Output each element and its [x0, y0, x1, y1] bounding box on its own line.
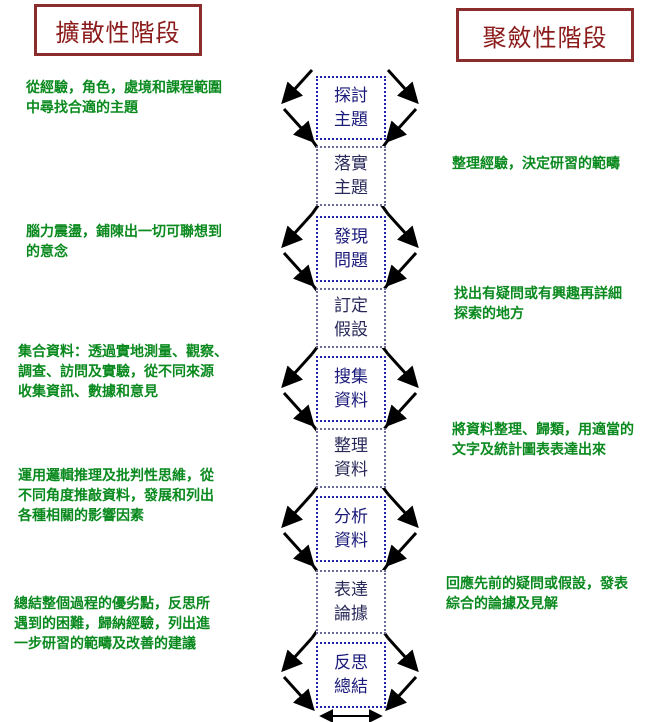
right-note-confirm: 整理經驗，決定研習的範疇	[452, 154, 662, 174]
note-line: 運用邏輯推理及批判性思維，從	[18, 468, 214, 484]
note-line: 找出有疑問或有興趣再詳細	[454, 286, 622, 302]
step-line: 論據	[334, 604, 368, 624]
step-collect-data: 搜集 資料	[316, 356, 386, 422]
step-organize-data: 整理 資料	[316, 428, 386, 488]
arrow-left-out	[281, 352, 314, 389]
step-line: 探討	[334, 86, 368, 106]
note-line: 調查、訪問及實驗，從不同來源	[18, 364, 214, 380]
note-line: 綜合的論據及見解	[446, 596, 558, 612]
left-note-reflect: 總結整個過程的優劣點，反思所 遇到的困難，歸納經驗，列出進 一步研習的範疇及改善…	[14, 594, 264, 654]
arrow-right-in	[385, 107, 418, 144]
note-line: 各種相關的影響因素	[18, 508, 144, 524]
arrow-left-out	[281, 68, 314, 105]
note-line: 整理經驗，決定研習的範疇	[452, 156, 620, 172]
arrow-right-in	[385, 391, 418, 428]
note-line: 一步研習的範疇及改善的建議	[14, 636, 196, 652]
divergent-stage-header: 擴散性階段	[34, 4, 202, 56]
note-line: 集合資料：透過實地測量、觀察、	[18, 344, 228, 360]
step-line: 資料	[334, 460, 368, 480]
step-line: 分析	[334, 507, 368, 527]
right-note-present: 回應先前的疑問或假設，發表 綜合的論據及見解	[446, 574, 658, 614]
convergent-stage-header: 聚斂性階段	[456, 8, 634, 62]
right-note-organize: 將資料整理、歸類，用適當的 文字及統計圖表表達出來	[452, 420, 664, 460]
step-line: 問題	[334, 251, 368, 271]
note-line: 不同角度推敲資料，發展和列出	[18, 488, 214, 504]
note-line: 中尋找合適的主題	[26, 100, 138, 116]
step-line: 落實	[334, 154, 368, 174]
arrow-right-out	[386, 68, 419, 105]
arrow-left-in	[282, 391, 315, 428]
arrow-right-out	[386, 492, 419, 529]
note-line: 回應先前的疑問或假設，發表	[446, 576, 628, 592]
note-line: 總結整個過程的優劣點，反思所	[14, 596, 210, 612]
step-present-argument: 表達 論據	[316, 570, 386, 634]
note-line: 從經驗，角色，處境和課程範圍	[26, 80, 222, 96]
arrow-left-in	[282, 531, 315, 568]
step-line: 搜集	[334, 367, 368, 387]
arrow-right-in	[385, 251, 418, 288]
note-line: 遇到的困難，歸納經驗，列出進	[14, 616, 210, 632]
note-line: 腦力震盪，鋪陳出一切可聯想到	[26, 224, 222, 240]
step-line: 整理	[334, 436, 368, 456]
step-line: 發現	[334, 227, 368, 247]
arrow-left-in	[282, 251, 315, 288]
note-line: 的意念	[26, 244, 68, 260]
step-line: 總結	[334, 677, 368, 697]
arrow-right-out	[386, 636, 419, 673]
arrow-right-out	[386, 212, 419, 249]
step-line: 反思	[334, 653, 368, 673]
note-line: 收集資訊、數據和意見	[18, 384, 158, 400]
arrow-left-out	[281, 492, 314, 529]
step-line: 表達	[334, 580, 368, 600]
note-line: 探索的地方	[454, 306, 524, 322]
arrow-left-in	[282, 675, 315, 712]
step-analyze-data: 分析 資料	[316, 496, 386, 562]
left-note-analyze: 運用邏輯推理及批判性思維，從 不同角度推敲資料，發展和列出 各種相關的影響因素	[18, 466, 268, 526]
step-reflect-conclude: 反思 總結	[316, 642, 386, 708]
step-line: 資料	[334, 531, 368, 551]
left-note-explore: 從經驗，角色，處境和課程範圍 中尋找合適的主題	[26, 78, 266, 118]
arrow-left-in	[282, 107, 315, 144]
step-explore-topic: 探討 主題	[316, 76, 386, 140]
note-line: 將資料整理、歸類，用適當的	[452, 422, 634, 438]
arrow-right-out	[386, 352, 419, 389]
arrow-right-in	[385, 675, 418, 712]
step-line: 主題	[334, 110, 368, 130]
step-set-hypothesis: 訂定 假設	[316, 288, 386, 348]
note-line: 文字及統計圖表表達出來	[452, 442, 606, 458]
arrow-right-in	[385, 531, 418, 568]
step-line: 訂定	[334, 296, 368, 316]
left-note-collect: 集合資料：透過實地測量、觀察、 調查、訪問及實驗，從不同來源 收集資訊、數據和意…	[18, 342, 268, 402]
step-line: 假設	[334, 320, 368, 340]
step-confirm-topic: 落實 主題	[316, 146, 386, 206]
step-line: 主題	[334, 178, 368, 198]
arrow-left-out	[281, 212, 314, 249]
left-note-brainstorm: 腦力震盪，鋪陳出一切可聯想到 的意念	[26, 222, 266, 262]
step-find-problem: 發現 問題	[316, 216, 386, 282]
arrow-left-out	[281, 636, 314, 673]
step-line: 資料	[334, 391, 368, 411]
right-note-hypothesis: 找出有疑問或有興趣再詳細 探索的地方	[454, 284, 664, 324]
